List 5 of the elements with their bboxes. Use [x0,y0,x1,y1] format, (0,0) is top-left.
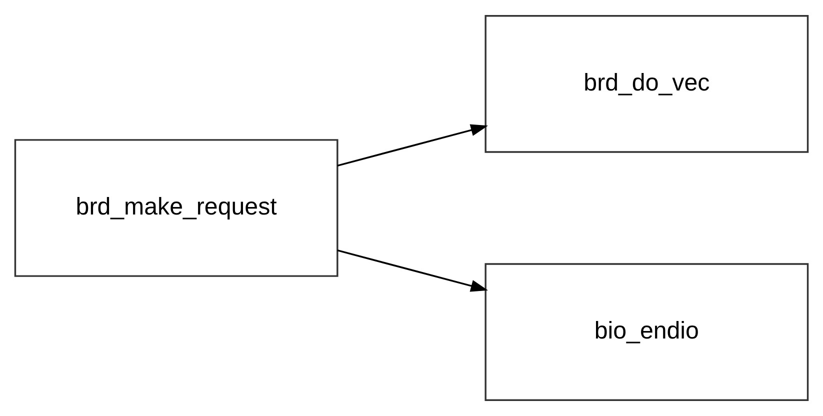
node-box: bio_endio [484,263,809,401]
node-box: brd_make_request [14,139,338,277]
arrow [337,124,488,166]
arrow [337,250,488,292]
node-box: brd_do_vec [484,15,809,153]
